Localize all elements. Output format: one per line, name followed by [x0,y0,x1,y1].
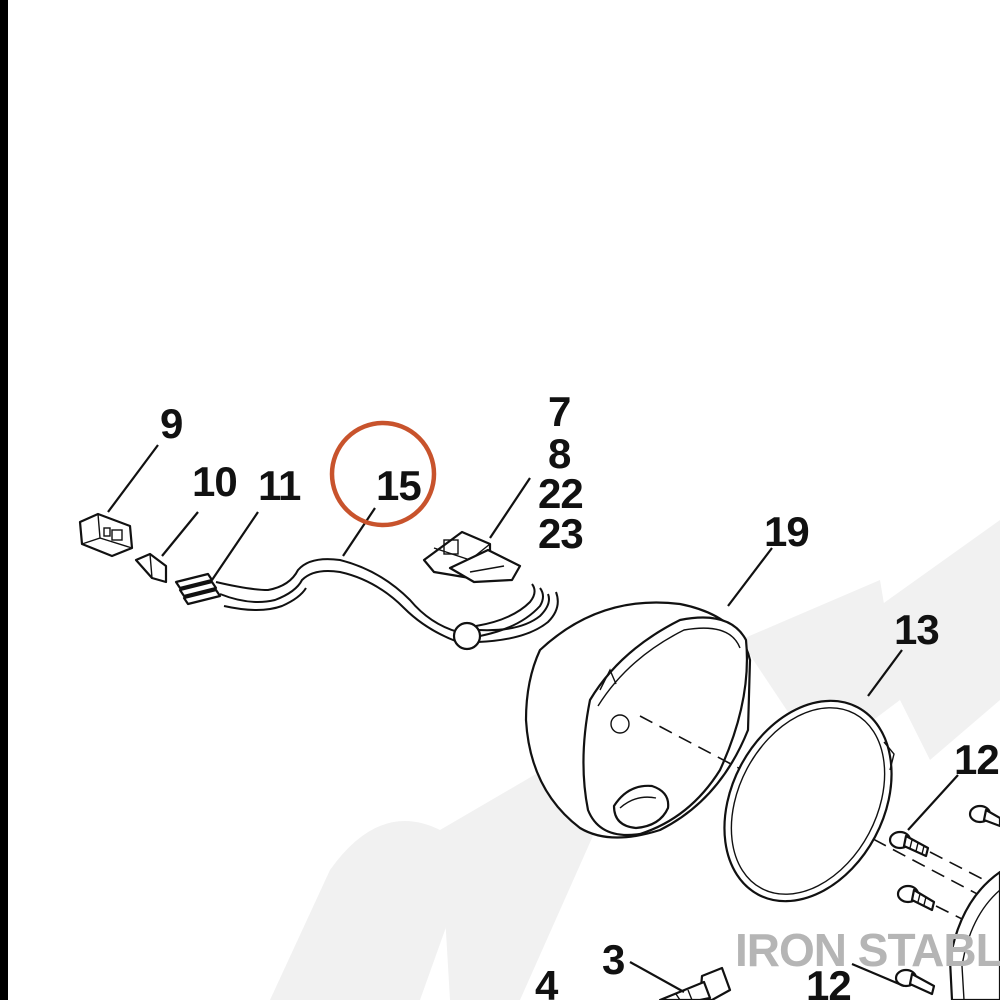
left-edge-bar [0,0,8,1000]
leader-12-lower [851,962,905,988]
part-7-8-22-23-socket-connector [422,530,522,584]
headlamp-bezel-inner-edge [961,889,1000,1000]
part-10-wedge-lock [134,552,168,584]
part-11-terminals [174,572,222,606]
callout-12-upper: 12 [954,736,999,783]
callout-7: 7 [548,388,570,435]
part-13-retaining-ring [723,699,895,903]
watermark-background [270,520,1000,1000]
leader-13 [867,649,903,697]
part-12-screw-lower-left [896,884,936,912]
callout-23: 23 [538,510,583,557]
callout-15: 15 [376,462,421,509]
highlight-circle-15 [329,420,437,528]
part-3-bolt [658,966,732,1000]
part-15-wire-harness [215,558,559,651]
callout-22: 22 [538,470,583,517]
part-12-screw-upper-left [888,830,930,858]
watermark-text: IRON STABLE [735,924,1000,976]
leader-3 [629,961,685,993]
callout-4: 4 [535,962,559,1000]
leader-15 [342,507,376,557]
leader-12-upper [907,774,959,831]
leader-11 [211,511,259,581]
callout-12-lower: 12 [806,962,851,1000]
callout-9: 9 [160,400,182,447]
callout-11: 11 [258,462,301,509]
part-12-screw-upper-right [968,804,1000,828]
leader-10 [161,511,199,557]
part-12-screw-lower-right [894,968,936,996]
centerline-screw-upper [929,851,1000,889]
callout-10: 10 [192,458,237,505]
callout-19: 19 [764,508,809,555]
callout-3: 3 [602,936,624,983]
callout-13: 13 [894,606,939,653]
part-19-headlamp-housing [524,601,752,839]
callout-8: 8 [548,430,571,477]
part-9-connector-housing [78,512,134,558]
leader-9 [107,444,159,513]
leader-7-8-22-23 [489,477,531,539]
leader-19 [727,547,773,607]
